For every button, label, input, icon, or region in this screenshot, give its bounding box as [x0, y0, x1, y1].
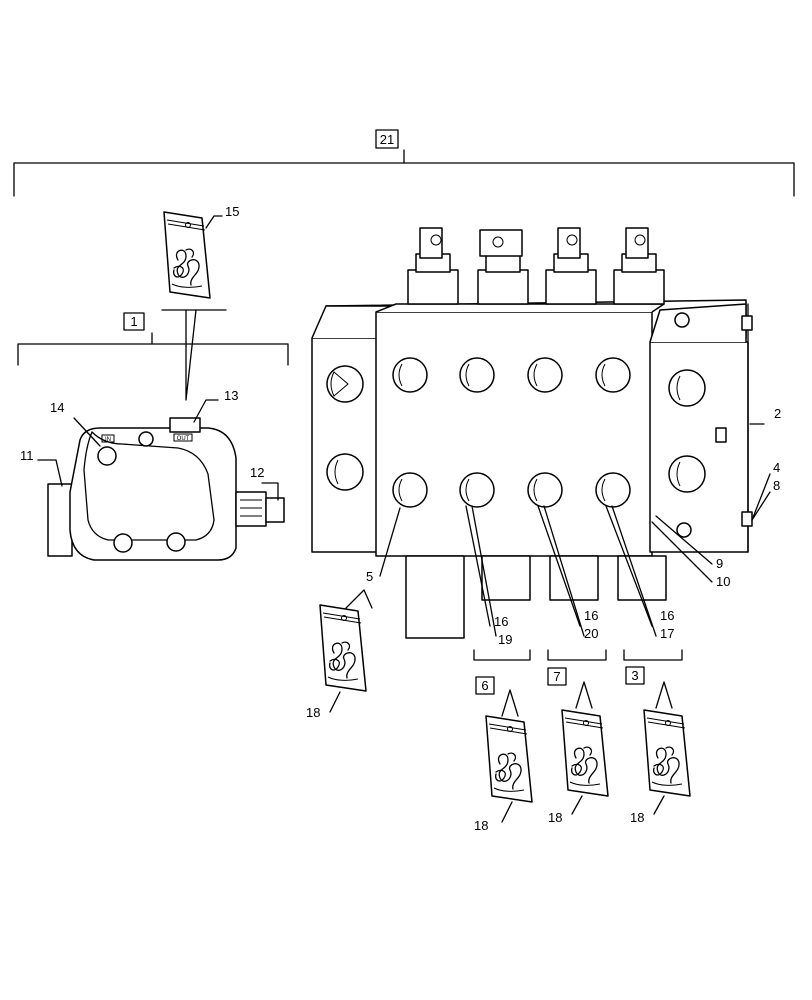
callout-15: 15 — [225, 204, 239, 219]
callout-4: 4 — [773, 460, 780, 475]
kit-3-ref-label: 3 — [631, 668, 638, 683]
leader-14 — [73, 417, 101, 447]
callout-16b: 16 — [584, 608, 598, 623]
leader-11 — [37, 459, 63, 487]
callout-19: 19 — [498, 632, 512, 647]
leader-5-split — [345, 589, 373, 609]
assembly-bracket — [13, 149, 795, 197]
leader-18b — [501, 801, 513, 823]
callout-18a: 18 — [306, 705, 320, 720]
kit-7-leaders — [537, 505, 607, 709]
leader-12 — [261, 482, 279, 501]
kit-6-ref-box — [475, 676, 495, 695]
seal-kit-bag-5 — [319, 604, 367, 692]
assembly-ref-label: 21 — [380, 132, 394, 147]
seal-kit-bag-6 — [485, 715, 533, 803]
seal-kit-bag-15 — [163, 211, 211, 299]
callout-18b: 18 — [474, 818, 488, 833]
callout-12: 12 — [250, 465, 264, 480]
leader-13 — [193, 399, 219, 423]
callout-16c: 16 — [660, 608, 674, 623]
leader-4 — [751, 473, 771, 521]
kit-6-leaders — [465, 505, 531, 717]
kit-3-ref-box — [625, 666, 645, 685]
outlet-port-mark: OUT — [177, 436, 190, 442]
kit-7-ref-label: 7 — [553, 669, 560, 684]
callout-18d: 18 — [630, 810, 644, 825]
leader-10 — [651, 521, 713, 583]
callout-2: 2 — [774, 406, 781, 421]
control-valve-block — [311, 299, 753, 557]
leader-15 — [205, 215, 223, 229]
relief-group-ref-box — [123, 312, 145, 331]
leader-8 — [751, 491, 771, 521]
callout-5: 5 — [366, 569, 373, 584]
leader-9 — [655, 515, 713, 565]
relief-group-ref-label: 1 — [130, 314, 137, 329]
relief-valve-body — [47, 417, 285, 561]
assembly-ref-box — [375, 129, 399, 149]
relief-group-bracket — [17, 309, 289, 401]
callout-16a: 16 — [494, 614, 508, 629]
leader-18a — [329, 691, 341, 713]
callout-9: 9 — [716, 556, 723, 571]
spool-ends-bottom — [405, 555, 667, 639]
inlet-port-mark: IN — [105, 437, 111, 443]
leader-5 — [379, 507, 401, 577]
callout-18c: 18 — [548, 810, 562, 825]
callout-14: 14 — [50, 400, 64, 415]
kit-3-leaders — [605, 505, 683, 709]
callout-20: 20 — [584, 626, 598, 641]
seal-kit-bag-7 — [561, 709, 609, 797]
callout-13: 13 — [224, 388, 238, 403]
callout-17: 17 — [660, 626, 674, 641]
callout-11: 11 — [20, 448, 34, 463]
kit-6-ref-label: 6 — [481, 678, 488, 693]
spool-handles — [407, 227, 665, 305]
leader-18d — [653, 795, 665, 815]
leader-18c — [571, 795, 583, 815]
callout-8: 8 — [773, 478, 780, 493]
callout-10: 10 — [716, 574, 730, 589]
kit-7-ref-box — [547, 667, 567, 686]
seal-kit-bag-3 — [643, 709, 691, 797]
